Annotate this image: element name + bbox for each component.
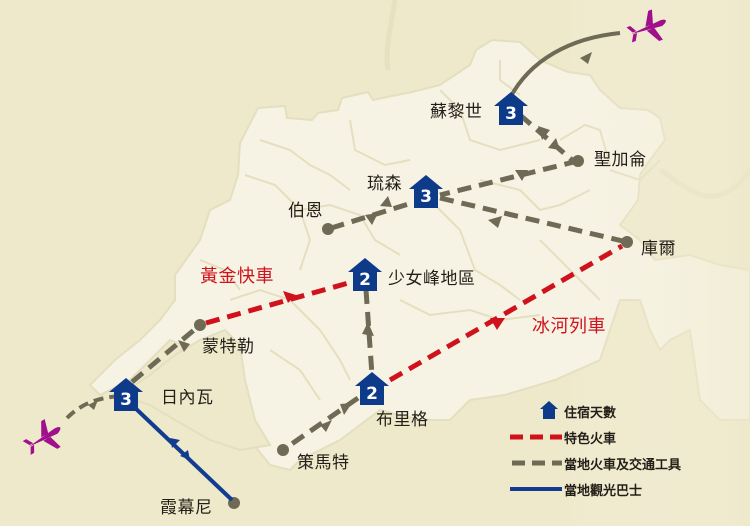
city-label-chur: 庫爾 [641,239,676,259]
house-icon-brig: 2 [355,372,389,405]
legend-label: 住宿天數 [564,405,617,421]
red-dashed-line-icon [510,426,562,448]
svg-text:2: 2 [359,270,371,290]
house-icon-jungfrau: 2 [348,258,382,291]
route-label-golden-pass: 黃金快車 [200,266,274,287]
svg-text:2: 2 [366,384,378,404]
city-label-brig: 布里格 [376,410,429,430]
blue-solid-line-icon [510,478,562,500]
city-label-chamonix: 霞幕尼 [160,498,213,518]
legend-label: 當地火車及交通工具 [564,457,682,473]
house-icon-geneva: 3 [109,378,143,411]
gray-dashed-line-icon [510,452,562,474]
map-legend: 住宿天數 特色火車 當地火車及交通工具 當地觀光巴士 [510,398,710,502]
svg-text:3: 3 [120,390,132,410]
house-icon-lucerne: 3 [409,175,443,208]
legend-item-local-transport: 當地火車及交通工具 [510,450,710,476]
legend-item-local-bus: 當地觀光巴士 [510,476,710,502]
legend-label: 特色火車 [564,431,617,447]
local-bus-route [130,403,234,502]
route-label-glacier-express: 冰河列車 [532,316,606,337]
legend-item-scenic-train: 特色火車 [510,424,710,450]
house-icon-zurich: 3 [494,92,528,125]
city-label-geneva: 日內瓦 [161,388,214,408]
airplane-icon [626,9,666,43]
local-transport-routes [130,113,628,453]
city-label-bern: 伯恩 [288,201,323,221]
airplane-icon [22,419,61,455]
city-label-montreux: 蒙特勒 [202,337,255,357]
city-label-zurich: 蘇黎世 [430,102,483,122]
city-label-lucerne: 琉森 [367,174,402,194]
city-label-jungfrau: 少女峰地區 [388,269,476,289]
svg-text:3: 3 [505,104,517,124]
legend-label: 當地觀光巴士 [564,483,643,499]
local-transport-arrows [178,126,560,432]
city-label-zermatt: 策馬特 [297,453,350,473]
svg-text:3: 3 [420,187,432,207]
legend-item-accommodation: 住宿天數 [510,398,710,424]
house-icon [510,400,562,422]
scenic-train-routes [205,243,624,383]
city-label-st-gallen: 聖加侖 [594,150,647,170]
